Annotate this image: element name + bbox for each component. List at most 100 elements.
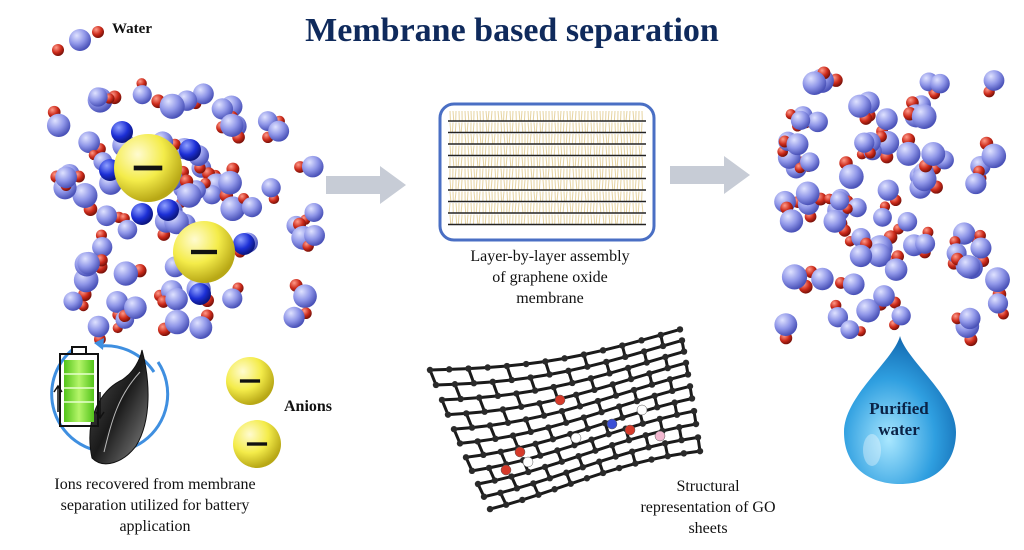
water-molecule [117, 213, 138, 240]
water-molecule [835, 273, 865, 296]
go-caption-line: sheets [688, 520, 728, 537]
water-molecule [132, 78, 152, 105]
water-molecule [929, 73, 950, 100]
water-molecule [189, 309, 214, 340]
water-molecule [877, 179, 902, 207]
cation-particle [189, 283, 211, 305]
water-molecule [88, 87, 115, 107]
membrane-caption: Layer-by-layer assembly of graphene oxid… [440, 246, 660, 309]
drop-label: Purified water [844, 398, 954, 440]
water-molecule [849, 237, 873, 268]
water-molecule [72, 182, 98, 217]
water-molecule [778, 133, 809, 156]
water-molecule [92, 229, 113, 258]
anion-particle [226, 357, 274, 405]
water-molecule [983, 70, 1005, 98]
water-molecule [218, 162, 242, 195]
water-molecule [63, 291, 89, 312]
battery-recovery-icon [50, 338, 170, 465]
water-molecule [176, 174, 202, 208]
water-molecule [827, 299, 849, 328]
water-molecule [294, 155, 324, 178]
arrow-to-purified [670, 156, 750, 194]
water-molecule [848, 94, 873, 125]
battery-caption-line: Ions recovered from membrane [54, 476, 256, 493]
water-molecule [222, 282, 244, 309]
water-legend-label: Water [112, 21, 152, 37]
drop-label-line: water [878, 420, 920, 439]
water-molecule [802, 66, 831, 95]
cation-particle [157, 199, 179, 221]
go-caption-line: representation of GO [640, 499, 776, 516]
water-molecule [919, 141, 946, 173]
graphene-oxide-structure [426, 326, 704, 513]
water-molecule [118, 296, 147, 323]
anion-particle [173, 221, 235, 283]
membrane-caption-line: Layer-by-layer assembly [470, 248, 630, 265]
water-molecule [795, 181, 827, 206]
anion-legend-icons [226, 357, 281, 468]
cation-particle [233, 233, 255, 255]
purified-water-cluster [774, 66, 1010, 347]
cation-particle [111, 121, 133, 143]
water-molecule [873, 201, 892, 227]
water-molecule [220, 113, 245, 144]
arrow-to-membrane [326, 166, 406, 204]
water-molecule [262, 120, 290, 144]
anion-cluster [114, 134, 235, 283]
purified-water-drop [844, 336, 956, 484]
water-molecule [951, 252, 981, 279]
water-molecule [889, 306, 911, 331]
water-molecule [779, 201, 804, 233]
water-molecule [873, 285, 901, 309]
anion-particle [233, 420, 281, 468]
water-molecule [157, 309, 190, 337]
anion-legend-label: Anions [284, 398, 333, 415]
water-molecule [979, 136, 1007, 169]
water-molecule [794, 152, 820, 174]
water-molecule [238, 192, 263, 218]
water-molecule [302, 224, 325, 252]
water-molecule [781, 264, 813, 294]
water-molecule [838, 156, 864, 189]
water-molecule [987, 293, 1009, 320]
water-molecule [912, 166, 943, 194]
water-molecule [854, 132, 876, 159]
cation-particle [179, 139, 201, 161]
go-caption-line: Structural [676, 478, 740, 495]
water-molecule [283, 306, 312, 329]
membrane-caption-line: membrane [516, 290, 584, 307]
page-title: Membrane based separation [305, 12, 719, 49]
battery-caption: Ions recovered from membrane separation … [10, 474, 300, 537]
cation-particle [131, 203, 153, 225]
membrane-stack [438, 102, 656, 242]
water-molecule [829, 191, 853, 214]
water-molecule [46, 105, 71, 138]
water-molecule [951, 307, 981, 330]
water-molecule [965, 165, 987, 195]
water-molecule [915, 226, 936, 254]
feed-water-cluster [46, 78, 325, 346]
water-molecule [113, 261, 147, 286]
water-molecule [52, 26, 104, 56]
water-molecule [884, 250, 908, 281]
water-molecule [970, 229, 992, 259]
water-molecule [896, 133, 921, 166]
water-molecule [157, 287, 188, 311]
water-molecule [774, 313, 798, 345]
battery-caption-line: application [119, 518, 191, 535]
water-molecule [77, 251, 108, 275]
water-molecule [87, 315, 110, 346]
water-molecule [785, 109, 811, 131]
water-molecule [55, 166, 85, 189]
water-molecule-legend [52, 26, 104, 56]
go-caption: Structural representation of GO sheets [608, 476, 808, 539]
water-molecule [261, 178, 281, 205]
membrane-caption-line: of graphene oxide [492, 269, 608, 286]
drop-label-line: Purified [869, 399, 929, 418]
water-molecule [840, 320, 866, 340]
battery-caption-line: separation utilized for battery [60, 497, 250, 514]
water-molecule [805, 265, 834, 291]
water-molecule [893, 212, 918, 235]
